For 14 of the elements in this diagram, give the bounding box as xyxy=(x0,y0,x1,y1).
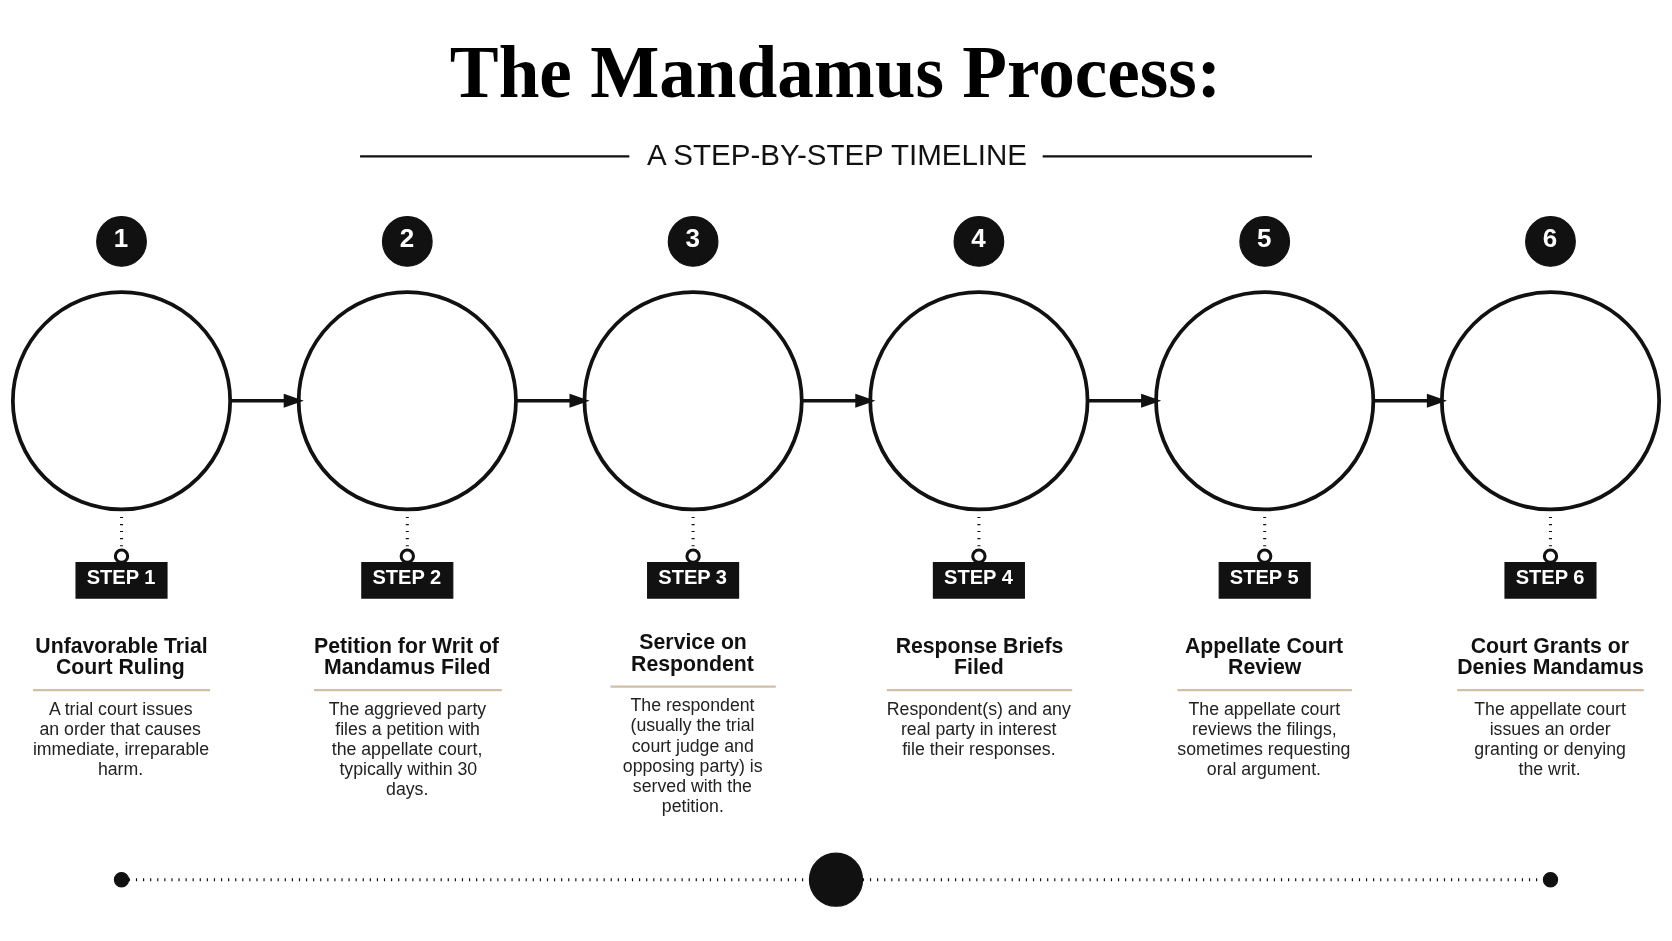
node-label: The aggrieved party files a petition with the appellate court, typically within 30 days. xyxy=(328,698,487,800)
node-label: A trial court issues an order that causes immediate, irreparable harm. xyxy=(32,698,210,780)
node-label: The respondent (usually the trial court judge and opposing party) is served with the petition. xyxy=(622,695,763,816)
node-label: Unfavorable Trial Court Ruling xyxy=(35,633,208,680)
node-label: Appellate Court Review xyxy=(1184,633,1344,680)
node-label: The appellate court issues an order granting or denying the writ. xyxy=(1474,698,1626,780)
node-label: Court Grants or Denies Mandamus xyxy=(1457,633,1644,680)
node-label: Respondent(s) and any real party in interest file their responses. xyxy=(886,698,1071,760)
label: A STEP-BY-STEP TIMELINE xyxy=(647,137,1028,171)
node-label: The appellate court reviews the filings, sometimes requesting oral argument. xyxy=(1177,698,1351,780)
node-label: Service on Respondent xyxy=(631,630,754,676)
node-label: Petition for Writ of Mandamus Filed xyxy=(314,633,499,680)
diagram-title: The Mandamus Process: xyxy=(449,31,1222,113)
node-label: Response Briefs Filed xyxy=(895,633,1064,680)
